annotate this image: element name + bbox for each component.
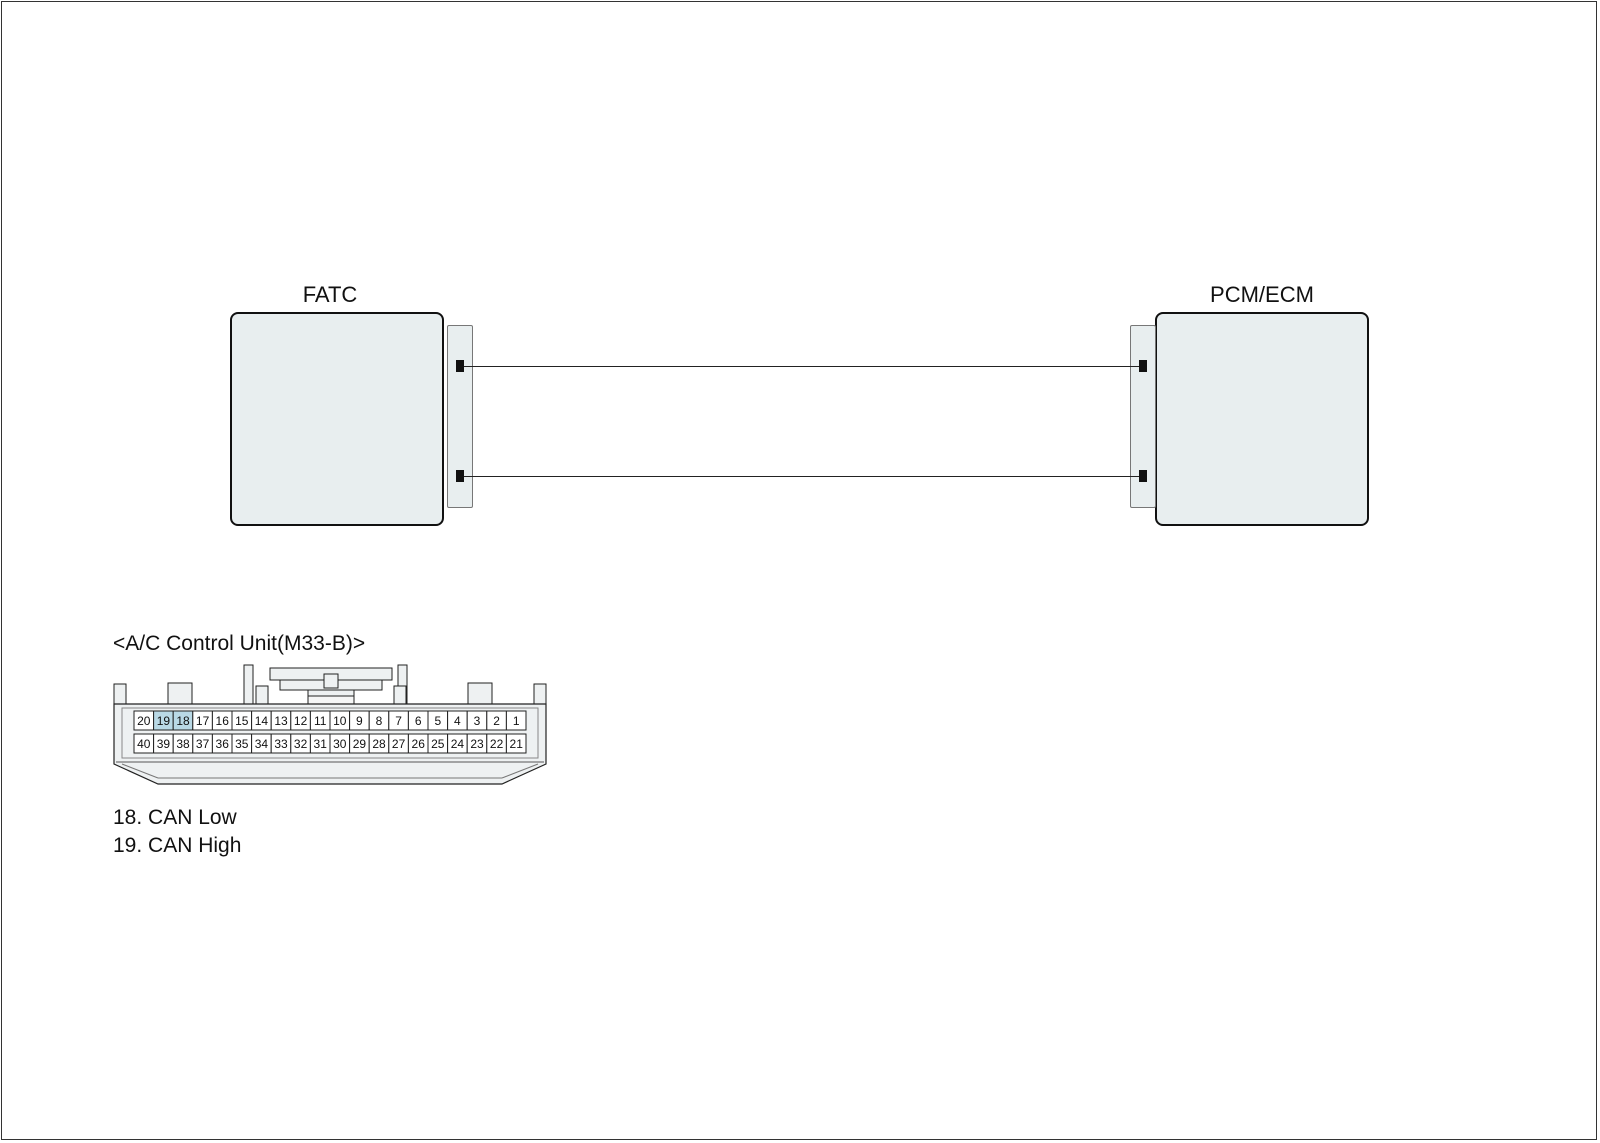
- pin-number-32: 32: [294, 737, 308, 751]
- pin-number-37: 37: [196, 737, 210, 751]
- connector-side-tabs: [113, 682, 547, 707]
- pin-cell-1: [505, 710, 527, 731]
- connector-row-bottom: 40 39 38 37 36 35 34 33 32 31 30 29 28 27 26 25 24 23 22 21: [133, 733, 527, 754]
- pin-number-40: 40: [137, 737, 151, 751]
- connector-title: <A/C Control Unit(M33-B)>: [113, 632, 366, 655]
- pcm-ecm-pin-upper: [1139, 360, 1147, 372]
- pin-number-10: 10: [333, 714, 347, 728]
- pin-number-22: 22: [490, 737, 504, 751]
- legend-item-can-low: 18. CAN Low: [113, 806, 237, 829]
- pin-number-34: 34: [255, 737, 269, 751]
- pcm-ecm-module: [1155, 312, 1369, 526]
- connector-latch: [243, 664, 408, 707]
- pin-number-11: 11: [314, 714, 327, 728]
- fatc-pin-upper: [456, 360, 464, 372]
- pin-number-15: 15: [235, 714, 249, 728]
- pin-number-5: 5: [434, 714, 441, 728]
- pcm-ecm-label: PCM/ECM: [1210, 282, 1314, 307]
- pin-number-19: 19: [157, 714, 171, 728]
- pin-number-33: 33: [274, 737, 288, 751]
- pin-number-17: 17: [196, 714, 210, 728]
- can-wire-lower: [464, 476, 1139, 477]
- pin-number-20: 20: [137, 714, 151, 728]
- fatc-module: [230, 312, 444, 526]
- pin-number-36: 36: [216, 737, 230, 751]
- fatc-label: FATC: [302, 282, 358, 307]
- pin-number-29: 29: [353, 737, 367, 751]
- pin-number-14: 14: [255, 714, 269, 728]
- pin-number-28: 28: [372, 737, 386, 751]
- pin-number-3: 3: [474, 714, 481, 728]
- pin-number-31: 31: [314, 737, 328, 751]
- pin-number-16: 16: [216, 714, 230, 728]
- pin-number-35: 35: [235, 737, 249, 751]
- pin-cell-21: [505, 733, 527, 754]
- pin-number-2: 2: [493, 714, 500, 728]
- pcm-ecm-pin-lower: [1139, 470, 1147, 482]
- pin-number-39: 39: [157, 737, 171, 751]
- fatc-pin-lower: [456, 470, 464, 482]
- pin-number-38: 38: [176, 737, 190, 751]
- pin-number-1: 1: [513, 714, 520, 728]
- pin-number-7: 7: [395, 714, 402, 728]
- pin-number-26: 26: [412, 737, 426, 751]
- can-wire-upper: [464, 366, 1139, 367]
- legend-item-can-high: 19. CAN High: [113, 834, 242, 857]
- pin-number-30: 30: [333, 737, 347, 751]
- pin-number-6: 6: [415, 714, 422, 728]
- pin-number-18: 18: [176, 714, 190, 728]
- pin-number-23: 23: [470, 737, 484, 751]
- pin-number-27: 27: [392, 737, 406, 751]
- pin-number-25: 25: [431, 737, 445, 751]
- pin-number-13: 13: [274, 714, 288, 728]
- pin-number-9: 9: [356, 714, 363, 728]
- pin-number-21: 21: [510, 737, 524, 751]
- pin-number-8: 8: [376, 714, 383, 728]
- pin-number-4: 4: [454, 714, 461, 728]
- pin-number-12: 12: [294, 714, 308, 728]
- pin-number-24: 24: [451, 737, 465, 751]
